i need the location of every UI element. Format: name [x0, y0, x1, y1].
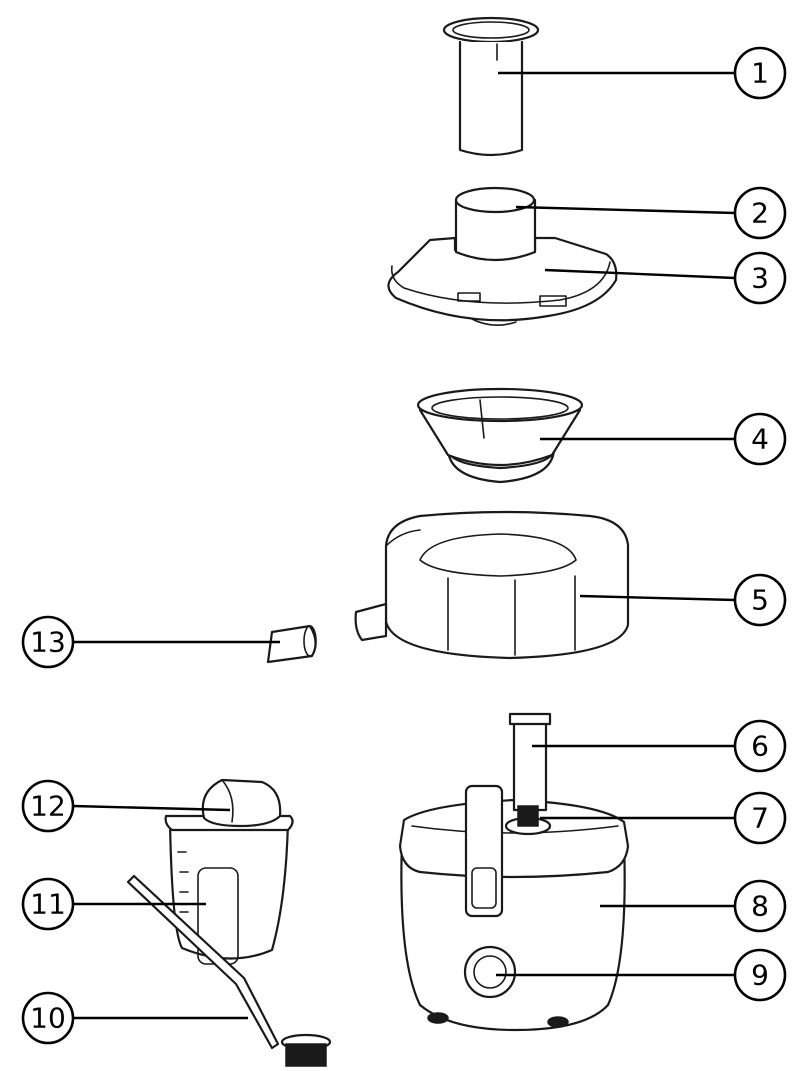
callout-number-5: 5: [751, 584, 769, 617]
leader-line-2: [515, 205, 736, 215]
callout-number-10: 10: [30, 1002, 66, 1035]
callout-6: 6: [733, 719, 787, 773]
lid-part: [387, 236, 618, 326]
callout-number-11: 11: [30, 888, 66, 921]
callout-number-7: 7: [751, 802, 769, 835]
spout-cap-part: [266, 624, 317, 664]
motor-base-part: [398, 798, 630, 1032]
callout-number-8: 8: [751, 890, 769, 923]
locking-arm-part: [464, 712, 552, 918]
speed-knob-part: [463, 945, 517, 999]
callout-number-2: 2: [751, 197, 769, 230]
callout-13: 13: [21, 615, 75, 669]
callout-7: 7: [733, 791, 787, 845]
callout-2: 2: [733, 186, 787, 240]
callout-12: 12: [21, 779, 75, 833]
drive-shaft-part: [504, 805, 552, 836]
leader-line-3: [544, 268, 736, 280]
cleaning-brush-part: [126, 874, 332, 1067]
pusher-part: [442, 16, 540, 157]
jug-lid-part: [201, 778, 282, 828]
callout-5: 5: [733, 573, 787, 627]
callout-number-4: 4: [751, 423, 769, 456]
callout-9: 9: [733, 948, 787, 1002]
callout-number-9: 9: [751, 959, 769, 992]
callout-number-1: 1: [751, 57, 769, 90]
filter-basket-part: [416, 387, 584, 484]
leader-lines: [72, 71, 736, 1020]
callout-1: 1: [733, 46, 787, 100]
callout-10: 10: [21, 991, 75, 1045]
callout-4: 4: [733, 412, 787, 466]
feed-tube-part: [454, 186, 537, 262]
callout-11: 11: [21, 877, 75, 931]
callout-number-6: 6: [751, 730, 769, 763]
callout-number-3: 3: [751, 262, 769, 295]
callout-3: 3: [733, 251, 787, 305]
callout-number-13: 13: [30, 626, 66, 659]
juice-jug-part: [164, 814, 294, 965]
pulp-bowl-part: [354, 510, 630, 660]
leader-line-5: [579, 594, 736, 602]
callout-number-12: 12: [30, 790, 66, 823]
callout-8: 8: [733, 879, 787, 933]
callouts: 1 2 3 4 5 6 7 8 9 10 11 12 13: [21, 46, 787, 1045]
leader-line-12: [72, 804, 231, 812]
